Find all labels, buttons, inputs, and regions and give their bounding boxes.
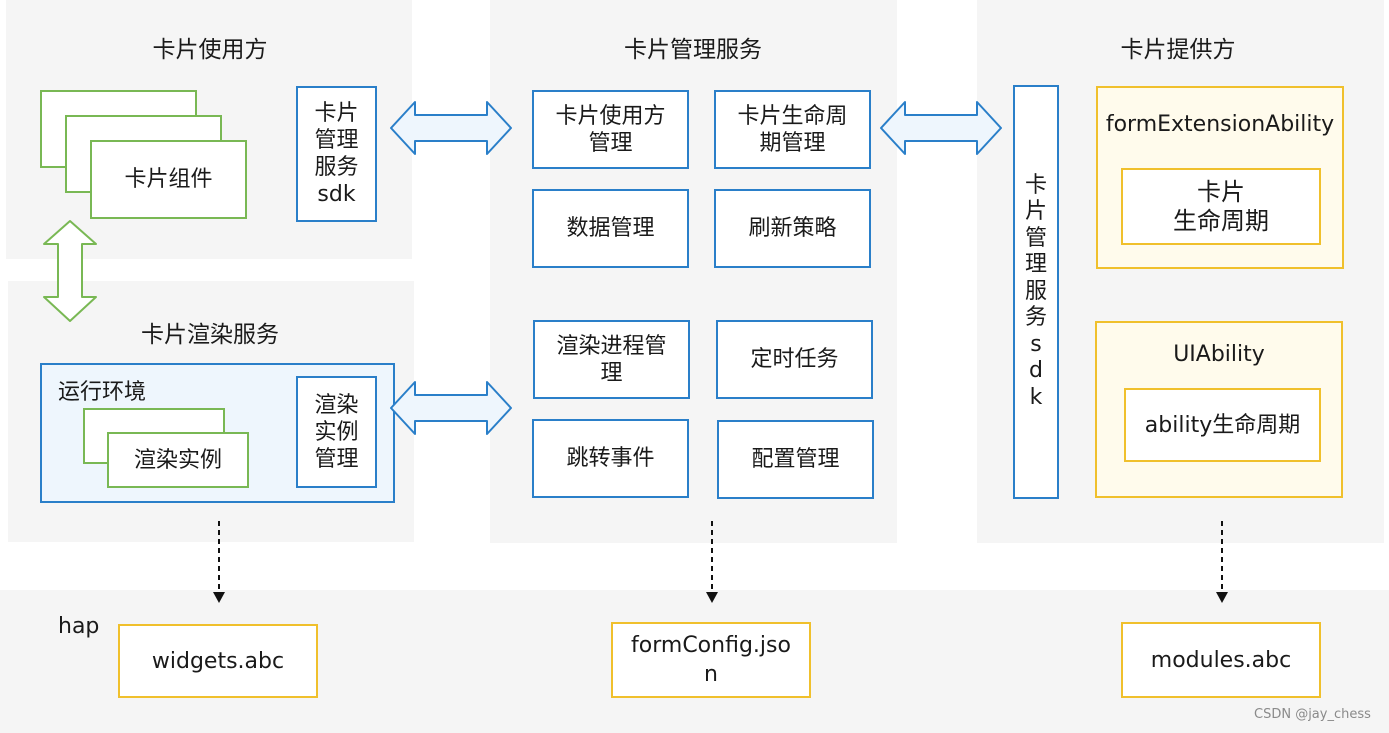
form-config-line-1: formConfig.jso: [631, 633, 791, 658]
render-title: 卡片渲染服务: [141, 322, 279, 348]
provider-sdk-char-8: d: [1029, 358, 1043, 384]
form-lifecycle-line-2: 生命周期: [1173, 206, 1269, 235]
config-box: 配置管理: [717, 420, 874, 499]
render-manager-line-3: 管理: [314, 446, 359, 472]
consumer-title: 卡片使用方: [152, 37, 268, 63]
render-manager-box: 渲染 实例 管理: [296, 376, 377, 488]
watermark: CSDN @jay_chess: [1254, 707, 1371, 722]
refresh-label: 刷新策略: [748, 216, 837, 241]
timer-label: 定时任务: [750, 347, 839, 372]
arrow-sdk-to-manager: [390, 101, 512, 155]
modules-abc-label: modules.abc: [1150, 647, 1292, 673]
provider-sdk-char-5: 服: [1024, 278, 1047, 304]
consumer-sdk-line-1: 卡片: [314, 101, 359, 126]
jump-label: 跳转事件: [566, 446, 655, 471]
arrow-manager-to-provider-sdk: [880, 101, 1002, 155]
render-proc-line-1: 渲染进程管: [556, 333, 667, 359]
provider-sdk-char-2: 片: [1024, 199, 1047, 225]
ability-lifecycle-label: ability生命周期: [1144, 412, 1301, 438]
consumer-sdk-line-3: 服务: [314, 155, 359, 180]
consumer-sdk-line-2: 管理: [314, 128, 359, 153]
render-instance-label: 渲染实例: [133, 447, 222, 473]
render-proc-line-2: 理: [600, 360, 623, 386]
provider-sdk-char-4: 理: [1024, 252, 1047, 278]
provider-sdk-char-6: 务: [1024, 305, 1047, 331]
dashed-arrow-config-head: [706, 592, 718, 603]
dashed-arrow-widgets-head: [213, 592, 225, 603]
jump-box: 跳转事件: [532, 419, 689, 498]
data-mgmt-label: 数据管理: [566, 216, 655, 241]
arrow-widget-to-render: [43, 220, 97, 322]
lifecycle-mgmt-line-2: 期管理: [759, 130, 826, 156]
modules-abc-box: modules.abc: [1121, 622, 1321, 698]
data-mgmt-box: 数据管理: [532, 189, 689, 268]
form-config-box: formConfig.jso n: [611, 622, 811, 698]
runtime-env-label: 运行环境: [58, 380, 147, 405]
form-lifecycle-box: 卡片 生命周期: [1121, 168, 1321, 245]
hap-label: hap: [58, 614, 100, 639]
render-manager-line-1: 渲染: [314, 392, 359, 418]
lifecycle-mgmt-box: 卡片生命周 期管理: [714, 90, 871, 169]
provider-sdk-box: 卡 片 管 理 服 务 s d k: [1013, 85, 1059, 499]
widgets-abc-label: widgets.abc: [151, 648, 285, 674]
provider-title: 卡片提供方: [1120, 37, 1236, 63]
widgets-abc-box: widgets.abc: [118, 624, 318, 698]
consumer-mgmt-line-1: 卡片使用方: [555, 103, 666, 129]
config-label: 配置管理: [751, 447, 840, 472]
consumer-mgmt-box: 卡片使用方 管理: [532, 90, 689, 169]
ability-lifecycle-box: ability生命周期: [1124, 388, 1321, 462]
arrow-render-to-manager: [390, 381, 512, 435]
timer-box: 定时任务: [716, 320, 873, 399]
form-config-line-2: n: [704, 662, 718, 687]
provider-sdk-char-9: k: [1029, 384, 1043, 410]
render-instance-box: 渲染实例: [107, 432, 249, 488]
refresh-box: 刷新策略: [714, 189, 871, 268]
lifecycle-mgmt-line-1: 卡片生命周: [737, 103, 848, 129]
provider-sdk-char-3: 管: [1024, 225, 1047, 251]
consumer-mgmt-line-2: 管理: [588, 130, 633, 156]
render-manager-line-2: 实例: [314, 419, 359, 445]
ui-ability-label: UIAbility: [1173, 342, 1265, 367]
dashed-arrow-modules-head: [1216, 592, 1228, 603]
provider-sdk-char-7: s: [1030, 331, 1042, 357]
render-proc-box: 渲染进程管 理: [533, 320, 690, 399]
consumer-sdk-box: 卡片 管理 服务 sdk: [296, 86, 377, 222]
widget-card-box: 卡片组件: [90, 140, 247, 219]
consumer-sdk-line-4: sdk: [317, 182, 356, 207]
form-ext-label: formExtensionAbility: [1105, 112, 1335, 137]
manager-title: 卡片管理服务: [624, 37, 762, 63]
widget-card-label: 卡片组件: [124, 167, 213, 192]
provider-sdk-char-1: 卡: [1024, 172, 1047, 198]
form-lifecycle-line-1: 卡片: [1197, 177, 1245, 206]
